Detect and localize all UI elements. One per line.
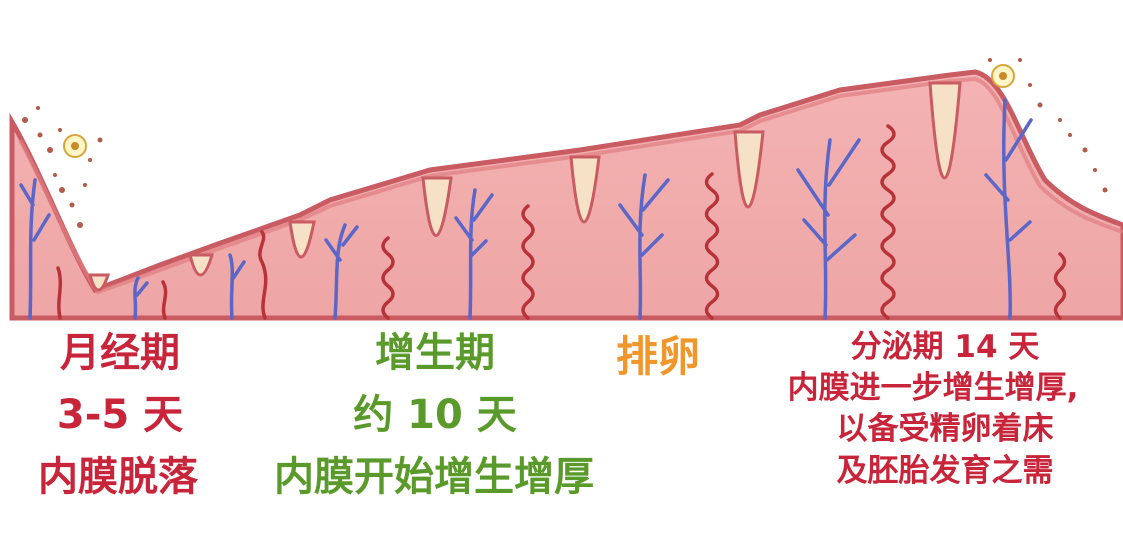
menstrual-duration: 3-5 天 <box>56 392 184 438</box>
spiral-arteries <box>56 124 1067 320</box>
proliferative-duration: 约 10 天 <box>353 392 517 438</box>
uterine-glands <box>88 81 962 292</box>
secretory-line3: 及胚胎发育之需 <box>836 453 1054 489</box>
shedding-debris <box>22 58 1108 228</box>
menstrual-description: 内膜脱落 <box>38 454 198 500</box>
blood-vessels-veins <box>19 98 1033 320</box>
menstrual-title: 月经期 <box>60 330 180 376</box>
egg-cell-icon <box>63 134 87 158</box>
secretory-line2: 以备受精卵着床 <box>836 411 1054 447</box>
surface-band <box>18 76 1123 295</box>
secretory-title: 分泌期 14 天 <box>850 329 1040 365</box>
proliferative-title: 增生期 <box>375 330 495 376</box>
ovulation-title: 排卵 <box>615 332 700 381</box>
egg-cell-icon <box>991 64 1015 88</box>
proliferative-description: 内膜开始增生增厚 <box>274 454 594 500</box>
secretory-line1: 内膜进一步增生增厚, <box>787 370 1079 406</box>
